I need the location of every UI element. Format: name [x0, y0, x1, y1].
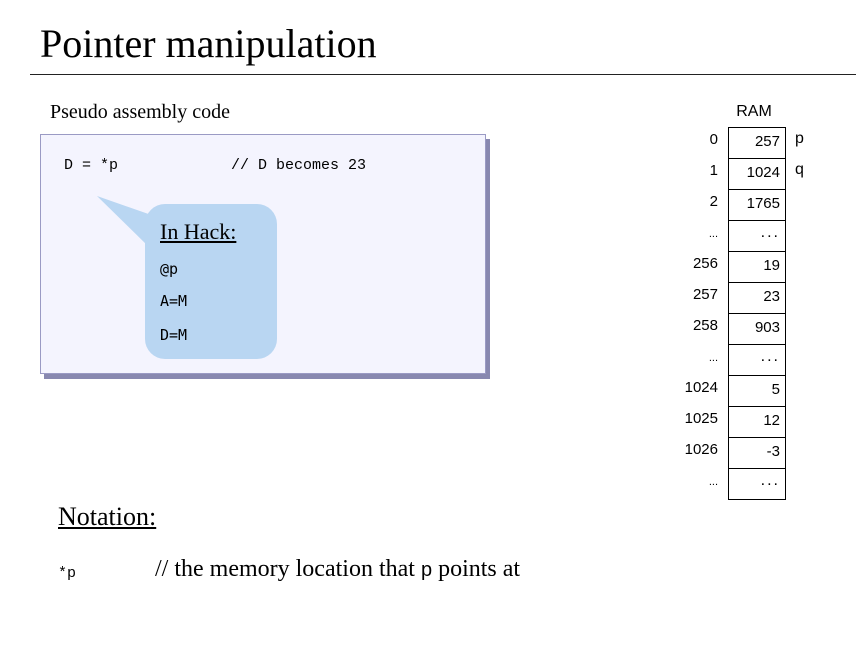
- code-statement: D = *p: [64, 157, 119, 174]
- ram-address: 2: [709, 193, 718, 210]
- hack-line: A=M: [160, 292, 188, 310]
- notation-description: // the memory location that p points at: [155, 556, 520, 583]
- ram-cell: 19: [729, 251, 785, 282]
- ram-cell: -3: [729, 437, 785, 468]
- notation-title: Notation:: [58, 502, 157, 531]
- hack-line: @p: [160, 260, 179, 278]
- ram-cell: 12: [729, 406, 785, 437]
- notation-symbol: *p: [58, 565, 77, 582]
- slide-title: Pointer manipulation: [40, 21, 377, 66]
- ram-value: 257: [754, 133, 780, 150]
- ram-cell: 23: [729, 282, 785, 313]
- ram-cell: 1024: [729, 158, 785, 189]
- ram-address: 256: [692, 255, 718, 272]
- ram-cell: 257: [729, 127, 785, 158]
- ram-cell: 903: [729, 313, 785, 344]
- slide-subtitle: Pseudo assembly code: [50, 101, 230, 123]
- ram-cell: ...: [729, 344, 785, 375]
- notation-inline-symbol: p: [420, 559, 433, 581]
- ram-value: -3: [766, 443, 780, 460]
- ram-address: ...: [708, 228, 718, 240]
- ram-cell: ...: [729, 468, 785, 500]
- ram-pointer-label-q: q: [795, 161, 804, 178]
- ram-title: RAM: [736, 103, 772, 120]
- ram-value: 1765: [746, 195, 780, 212]
- ram-address: 1024: [684, 379, 718, 396]
- ram-table: 257 1024 1765 ... 19 23 903 ... 5 12 -3 …: [728, 127, 786, 500]
- ram-value: 5: [771, 381, 780, 398]
- ram-address: 1026: [684, 441, 718, 458]
- ram-value: 23: [763, 288, 780, 305]
- code-comment: // D becomes 23: [231, 157, 367, 174]
- ram-address: 0: [709, 131, 718, 148]
- hack-line: D=M: [160, 326, 188, 344]
- ram-value: ...: [760, 472, 780, 489]
- title-divider: [30, 74, 856, 75]
- ram-value: 1024: [746, 164, 780, 181]
- ram-value: ...: [760, 224, 780, 241]
- ram-value: 12: [763, 412, 780, 429]
- ram-pointer-label-p: p: [795, 130, 804, 147]
- ram-address: 258: [692, 317, 718, 334]
- ram-value: ...: [760, 348, 780, 365]
- notation-text-after: points at: [432, 556, 521, 582]
- notation-text-before: // the memory location that: [155, 556, 421, 582]
- ram-address: ...: [708, 352, 718, 364]
- ram-value: 903: [754, 319, 780, 336]
- ram-cell: ...: [729, 220, 785, 251]
- ram-value: 19: [763, 257, 780, 274]
- ram-address: 257: [692, 286, 718, 303]
- hack-title: In Hack:: [160, 219, 237, 244]
- ram-cell: 1765: [729, 189, 785, 220]
- ram-cell: 5: [729, 375, 785, 406]
- ram-address: 1025: [684, 410, 718, 427]
- ram-address: 1: [709, 162, 718, 179]
- ram-address: ...: [708, 476, 718, 488]
